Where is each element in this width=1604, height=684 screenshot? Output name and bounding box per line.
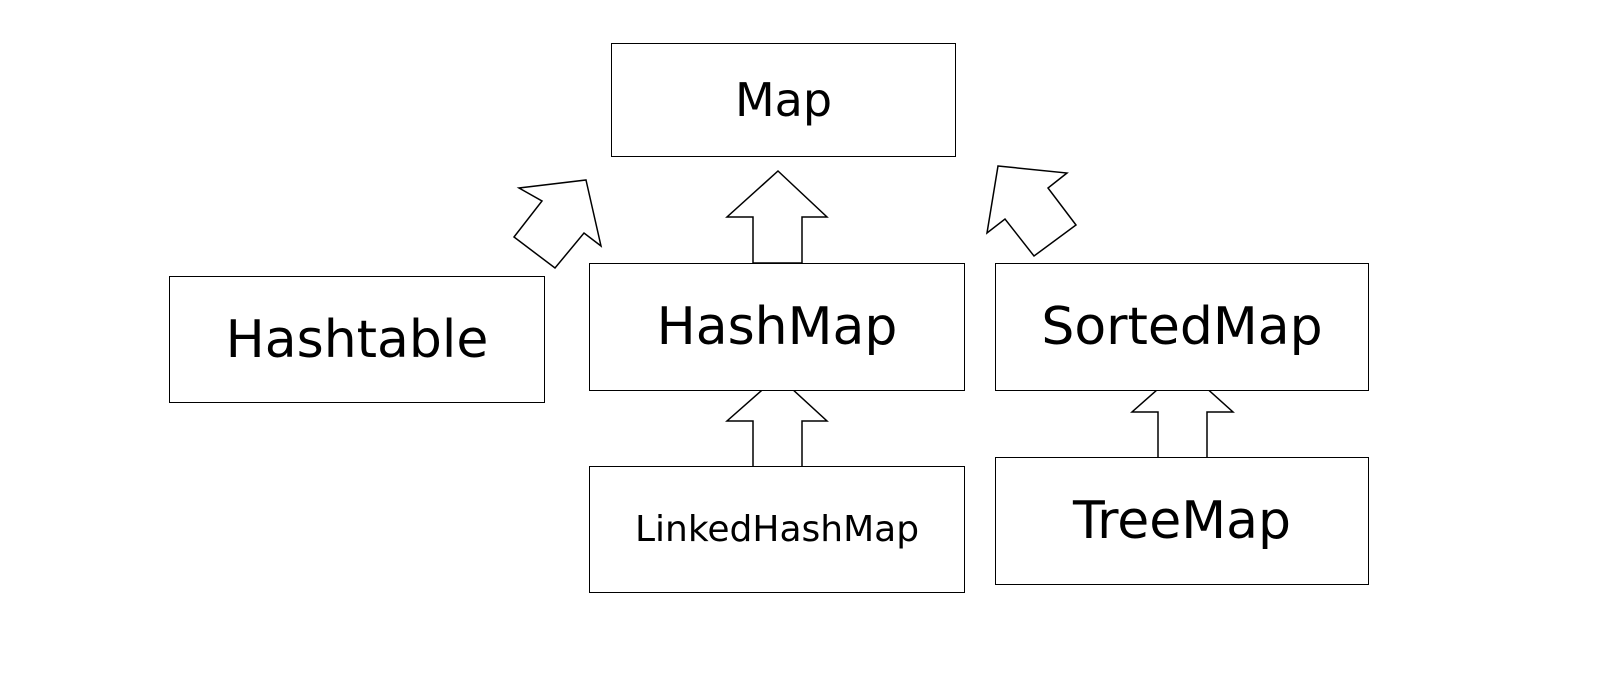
treemap-node: TreeMap bbox=[995, 457, 1369, 585]
map-node: Map bbox=[611, 43, 956, 157]
hashmap-label: HashMap bbox=[656, 297, 898, 357]
hashtable-label: Hashtable bbox=[225, 309, 489, 370]
hashtable-node: Hashtable bbox=[169, 276, 545, 403]
linkedhashmap-node: LinkedHashMap bbox=[589, 466, 965, 593]
arrow-hashmap-to-map bbox=[725, 169, 829, 264]
arrow-hashtable-to-map bbox=[512, 179, 603, 270]
sortedmap-label: SortedMap bbox=[1041, 297, 1323, 357]
sortedmap-node: SortedMap bbox=[995, 263, 1369, 391]
treemap-label: TreeMap bbox=[1072, 491, 1292, 551]
map-label: Map bbox=[734, 73, 833, 127]
arrow-sortedmap-to-map bbox=[985, 165, 1078, 258]
hashmap-node: HashMap bbox=[589, 263, 965, 391]
linkedhashmap-label: LinkedHashMap bbox=[634, 509, 920, 550]
